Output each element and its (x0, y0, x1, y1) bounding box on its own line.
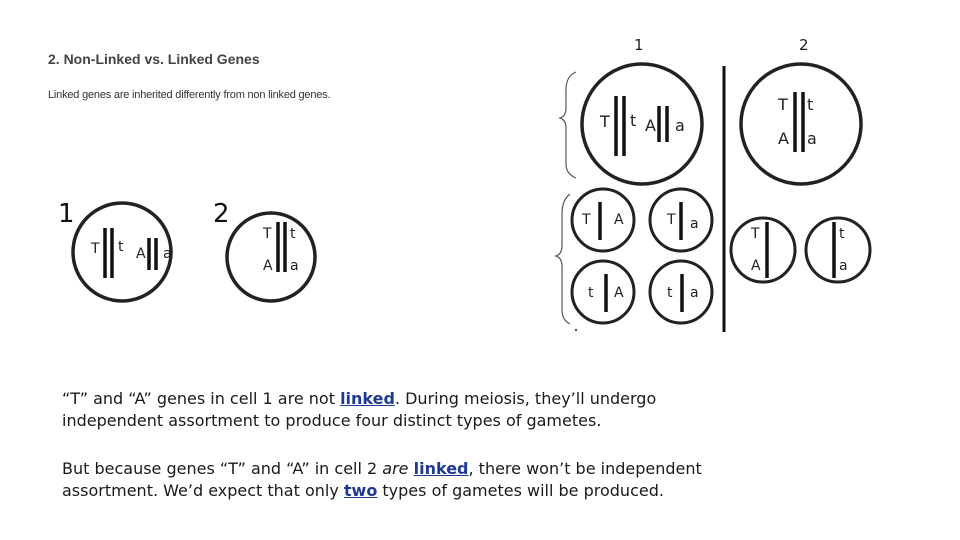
allele-label: A (614, 212, 624, 228)
allele-label: A (136, 246, 146, 262)
right-col-1-gamete-3: t A (570, 259, 636, 325)
paragraph-text: , there won’t be independent assortment.… (62, 459, 702, 500)
allele-label: a (690, 285, 699, 301)
stray-dot (574, 328, 578, 332)
allele-label: a (690, 216, 699, 232)
right-parent-2-circle (739, 62, 863, 186)
allele-label: t (118, 239, 124, 255)
allele-label: a (807, 129, 817, 148)
right-col-2-number: 2 (799, 36, 809, 54)
right-col-2-gamete-2: t a (804, 216, 872, 284)
gamete-circle (804, 216, 872, 284)
allele-label: A (263, 258, 273, 274)
allele-label: a (163, 246, 172, 262)
slide-subtext: Linked genes are inherited differently f… (48, 89, 331, 101)
bracket-bottom (554, 193, 571, 325)
allele-label: A (614, 285, 624, 301)
paragraph-text: types of gametes will be produced. (377, 480, 664, 500)
right-col-1-parent: T t A a (580, 62, 704, 186)
paragraph-text: . During meiosis, they’ll undergo indepe… (62, 389, 657, 430)
allele-label: T (777, 95, 788, 114)
right-col-1-number: 1 (634, 36, 644, 54)
allele-label: A (751, 258, 761, 274)
left-cell-2-group: 2 T t A a (213, 199, 317, 303)
allele-label: T (599, 112, 610, 131)
paragraph-linked: But because genes “T” and “A” in cell 2 … (62, 458, 762, 501)
allele-label: t (667, 285, 673, 301)
right-col-1-gamete-2: T a (648, 187, 714, 253)
paragraph-text: “T” and “A” genes in cell 1 are not (62, 389, 341, 408)
paragraph-text: But because genes “T” and “A” in cell 2 (62, 459, 383, 478)
allele-label: t (630, 111, 636, 130)
allele-label: a (290, 258, 299, 274)
slide-heading: 2. Non-Linked vs. Linked Genes (48, 51, 260, 67)
allele-label: A (778, 129, 789, 148)
allele-label: t (290, 226, 296, 242)
gamete-circle (729, 216, 797, 284)
allele-label: A (645, 116, 656, 135)
left-cell-1-number: 1 (58, 199, 75, 229)
allele-label: T (90, 241, 100, 257)
left-cell-2-number: 2 (213, 199, 230, 229)
linked-keyword: linked (413, 459, 469, 478)
allele-label: T (262, 226, 272, 242)
allele-label: a (839, 258, 848, 274)
right-col-1-gamete-4: t a (648, 259, 714, 325)
right-col-2-gamete-1: T A (729, 216, 797, 284)
gamete-circle (648, 259, 714, 325)
allele-label: T (666, 212, 676, 228)
left-cell-1-circle (71, 201, 173, 303)
linked-keyword: linked (340, 389, 395, 408)
right-col-1-gamete-1: T A (570, 187, 636, 253)
right-parent-1-circle (580, 62, 704, 186)
paragraph-not-linked: “T” and “A” genes in cell 1 are not link… (62, 388, 762, 431)
gamete-circle (648, 187, 714, 253)
allele-label: t (807, 95, 813, 114)
gamete-circle (570, 187, 636, 253)
gamete-circle (570, 259, 636, 325)
allele-label: a (675, 116, 685, 135)
two-keyword: two (343, 480, 378, 500)
allele-label: T (750, 226, 760, 242)
left-cell-1-group: 1 T t A a (58, 199, 173, 303)
bracket-top (558, 71, 577, 179)
allele-label: t (588, 285, 594, 301)
right-col-2-parent: T t A a (739, 62, 863, 186)
allele-label: t (839, 226, 845, 242)
are-emphasis: are (382, 459, 409, 478)
allele-label: T (581, 212, 591, 228)
left-cell-2-circle (225, 211, 317, 303)
